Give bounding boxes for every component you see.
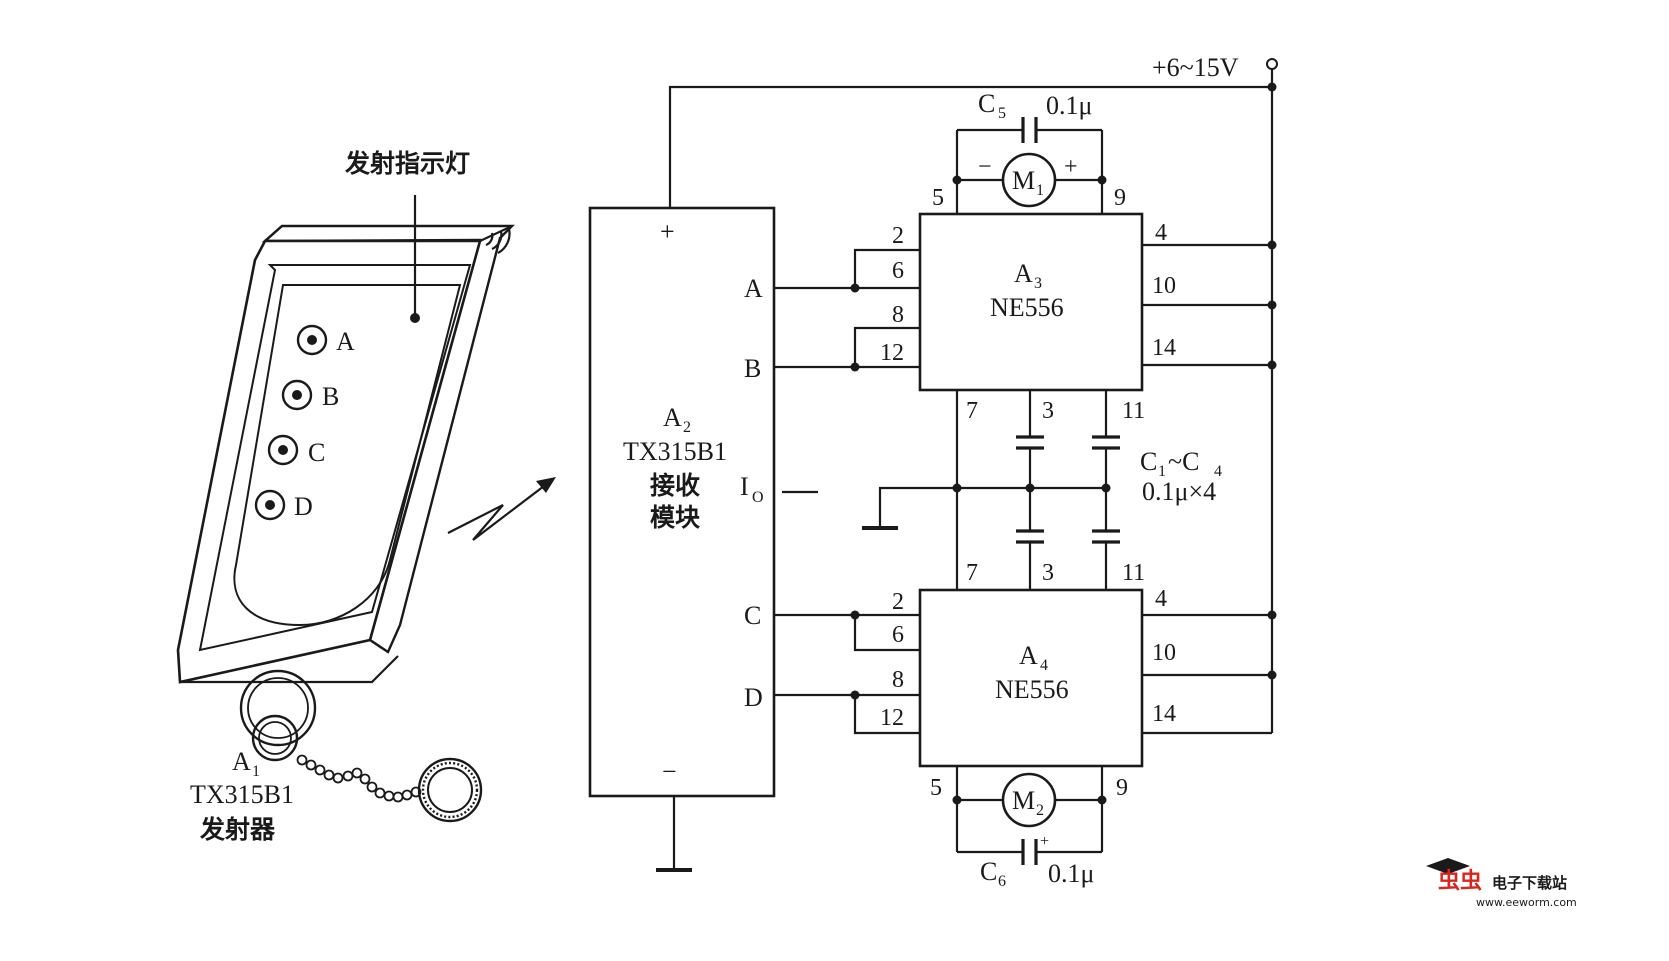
- a3-pin-8: 8: [892, 302, 904, 328]
- a3-pin-5: 5: [932, 185, 944, 211]
- transmitter-ref: A: [232, 747, 251, 776]
- a3-pin-2: 2: [892, 223, 904, 249]
- receiver-plus: +: [660, 217, 675, 246]
- a4-pin-10: 10: [1152, 640, 1176, 666]
- motor-m2-branch: M 2 + C 6 0.1μ: [952, 766, 1107, 890]
- motor-m1-branch: C 5 0.1μ M 1 − +: [952, 89, 1107, 214]
- button-a-label: A: [336, 327, 355, 356]
- chip-a4: A 4 NE556 2 6 8 12 7 3 11 4 10 14 5 9: [880, 560, 1176, 801]
- receiver-ref-sub: 2: [683, 419, 691, 436]
- m2-ref: M: [1012, 786, 1035, 815]
- m1-ref: M: [1012, 166, 1035, 195]
- receiver-name-1: 接收: [650, 471, 700, 500]
- a4-pin-4: 4: [1155, 586, 1167, 612]
- a3-pin-12: 12: [880, 340, 904, 366]
- a3-pin-14: 14: [1152, 335, 1176, 361]
- supply-terminal-icon: [1266, 58, 1278, 70]
- a4-model: NE556: [995, 675, 1069, 704]
- indicator-label: 发射指示灯: [344, 149, 470, 178]
- c6-value: 0.1μ: [1048, 859, 1094, 888]
- c1c4-ref-a: C: [1140, 447, 1157, 476]
- m2-ref-sub: 2: [1036, 802, 1044, 819]
- a4-pin-5: 5: [930, 775, 942, 801]
- receiver-supply-wire: [668, 85, 1272, 208]
- c1c4-ref-a-sub: 1: [1158, 463, 1166, 480]
- transmitter-name: 发射器: [199, 815, 276, 844]
- a3-input-wiring: [774, 243, 1272, 372]
- a4-pin-11: 11: [1122, 560, 1145, 586]
- receiver-minus: −: [662, 757, 677, 786]
- receiver-ref: A: [663, 403, 682, 432]
- watermark-url: www.eeworm.com: [1476, 896, 1577, 909]
- receiver-pin-d: D: [744, 683, 763, 712]
- a3-pin-9: 9: [1114, 185, 1126, 211]
- a3-pin-6: 6: [892, 258, 904, 284]
- button-a: A: [296, 324, 355, 356]
- watermark-brand: 虫虫: [1438, 868, 1482, 894]
- receiver-pin-a: A: [744, 274, 763, 303]
- c5-ref: C: [978, 89, 995, 118]
- transmitter-model: TX315B1: [190, 780, 294, 809]
- m1-plus: +: [1064, 154, 1078, 180]
- a4-pin-7: 7: [966, 560, 978, 586]
- chip-a3: A 3 NE556 2 6 8 12 4 10 14 5 9 7 3 11: [880, 185, 1176, 424]
- timing-capacitors: C 1 ~C 4 0.1μ×4: [862, 390, 1222, 590]
- a4-pin-6: 6: [892, 622, 904, 648]
- a4-input-wiring: [774, 610, 1272, 735]
- watermark-logo: 虫虫 电子下载站 www.eeworm.com: [1426, 858, 1577, 909]
- a4-ref-sub: 4: [1040, 657, 1048, 674]
- receiver-pin-io-sub: O: [752, 489, 764, 506]
- receiver-pin-b: B: [744, 354, 761, 383]
- supply-rail: +6~15V: [1152, 53, 1278, 733]
- motor-m2-icon: [1001, 772, 1057, 828]
- a3-ref: A: [1014, 259, 1033, 288]
- watermark-text: 电子下载站: [1492, 874, 1567, 892]
- c6-plus: +: [1040, 833, 1049, 850]
- a3-pin-10: 10: [1152, 273, 1176, 299]
- button-c-label: C: [308, 438, 325, 467]
- m1-ref-sub: 1: [1036, 182, 1044, 199]
- c1c4-value: 0.1μ×4: [1142, 477, 1216, 506]
- c6-ref-sub: 6: [998, 873, 1006, 890]
- keychain-icon: [239, 669, 483, 823]
- button-b: B: [281, 379, 339, 411]
- supply-label: +6~15V: [1152, 53, 1239, 82]
- c5-ref-sub: 5: [998, 105, 1006, 122]
- a4-ref: A: [1019, 641, 1038, 670]
- motor-m1-icon: [1001, 152, 1057, 208]
- receiver-module: + − A 2 TX315B1 接收 模块 A B I O C D: [588, 206, 776, 798]
- button-d-label: D: [294, 492, 313, 521]
- button-c: C: [267, 434, 325, 467]
- receiver-model: TX315B1: [623, 437, 727, 466]
- receiver-name-2: 模块: [650, 503, 700, 532]
- a4-pin-12: 12: [880, 705, 904, 731]
- radio-link-arrow-icon: [447, 477, 556, 541]
- c1c4-ref-b-sub: 4: [1214, 463, 1222, 480]
- receiver-pin-io: I: [740, 472, 749, 501]
- m1-minus: −: [978, 154, 992, 180]
- a4-pin-3: 3: [1042, 560, 1054, 586]
- transmitter-remote: 发射指示灯 A B C D: [176, 149, 515, 844]
- button-d: D: [254, 489, 313, 521]
- c1c4-tilde: ~C: [1168, 447, 1199, 476]
- a3-ref-sub: 3: [1034, 275, 1042, 292]
- transmitter-ref-sub: 1: [252, 763, 260, 780]
- receiver-pin-c: C: [744, 601, 761, 630]
- a4-pin-9: 9: [1116, 775, 1128, 801]
- a3-pin-4: 4: [1155, 220, 1167, 246]
- a4-pin-2: 2: [892, 589, 904, 615]
- c5-value: 0.1μ: [1046, 91, 1092, 120]
- a4-pin-8: 8: [892, 667, 904, 693]
- a3-pin-3: 3: [1042, 398, 1054, 424]
- a3-model: NE556: [990, 293, 1064, 322]
- button-b-label: B: [322, 382, 339, 411]
- a3-pin-11: 11: [1122, 398, 1145, 424]
- a4-pin-14: 14: [1152, 701, 1176, 727]
- c6-ref: C: [980, 857, 997, 886]
- a3-pin-7: 7: [966, 398, 978, 424]
